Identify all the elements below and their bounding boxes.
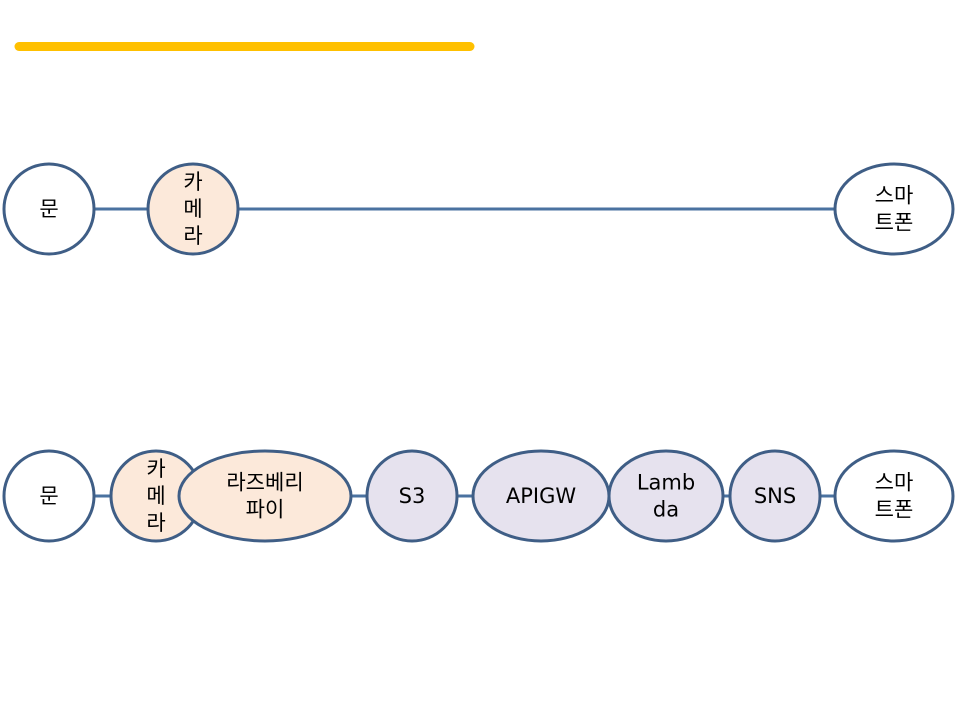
node-detailed-flow-door: 문	[2, 449, 96, 543]
node-detailed-flow-s3: S3	[365, 449, 459, 543]
node-label-smartphone: 트폰	[875, 498, 914, 522]
node-shape-smartphone	[833, 449, 955, 543]
node-label-smartphone: 스마	[875, 471, 914, 495]
node-label-camera: 메	[183, 197, 202, 221]
node-label-lambda: da	[653, 498, 679, 522]
node-shape-door	[2, 449, 96, 543]
node-label-s3: S3	[399, 484, 426, 508]
node-detailed-flow-sns: SNS	[728, 449, 822, 543]
node-shape-sns	[728, 449, 822, 543]
node-detailed-flow-lambda: Lamb da	[607, 449, 725, 543]
node-label-camera: 라	[146, 511, 165, 535]
node-detailed-flow-apigw: APIGW	[471, 449, 611, 543]
node-simple-flow-camera: 카메라	[146, 162, 240, 256]
node-label-raspberry-pi: 라즈베리	[226, 471, 303, 495]
node-label-sns: SNS	[754, 484, 796, 508]
node-label-raspberry-pi: 파이	[246, 498, 285, 522]
node-label-camera: 라	[183, 224, 202, 248]
node-shape-s3	[365, 449, 459, 543]
node-detailed-flow-camera: 카메라	[109, 449, 203, 543]
node-simple-flow-door: 문	[2, 162, 96, 256]
node-shape-camera	[146, 162, 240, 256]
node-label-apigw: APIGW	[506, 484, 576, 508]
node-label-smartphone: 트폰	[875, 211, 914, 235]
node-label-door: 문	[39, 484, 58, 508]
node-label-lambda: Lamb	[637, 471, 695, 495]
node-label-camera: 메	[146, 484, 165, 508]
node-shape-raspberry-pi	[177, 449, 353, 543]
node-label-smartphone: 스마	[875, 184, 914, 208]
node-label-camera: 카	[146, 457, 165, 481]
node-shape-lambda	[607, 449, 725, 543]
node-shape-door	[2, 162, 96, 256]
node-label-camera: 카	[183, 170, 202, 194]
node-shape-smartphone	[833, 162, 955, 256]
node-label-door: 문	[39, 197, 58, 221]
